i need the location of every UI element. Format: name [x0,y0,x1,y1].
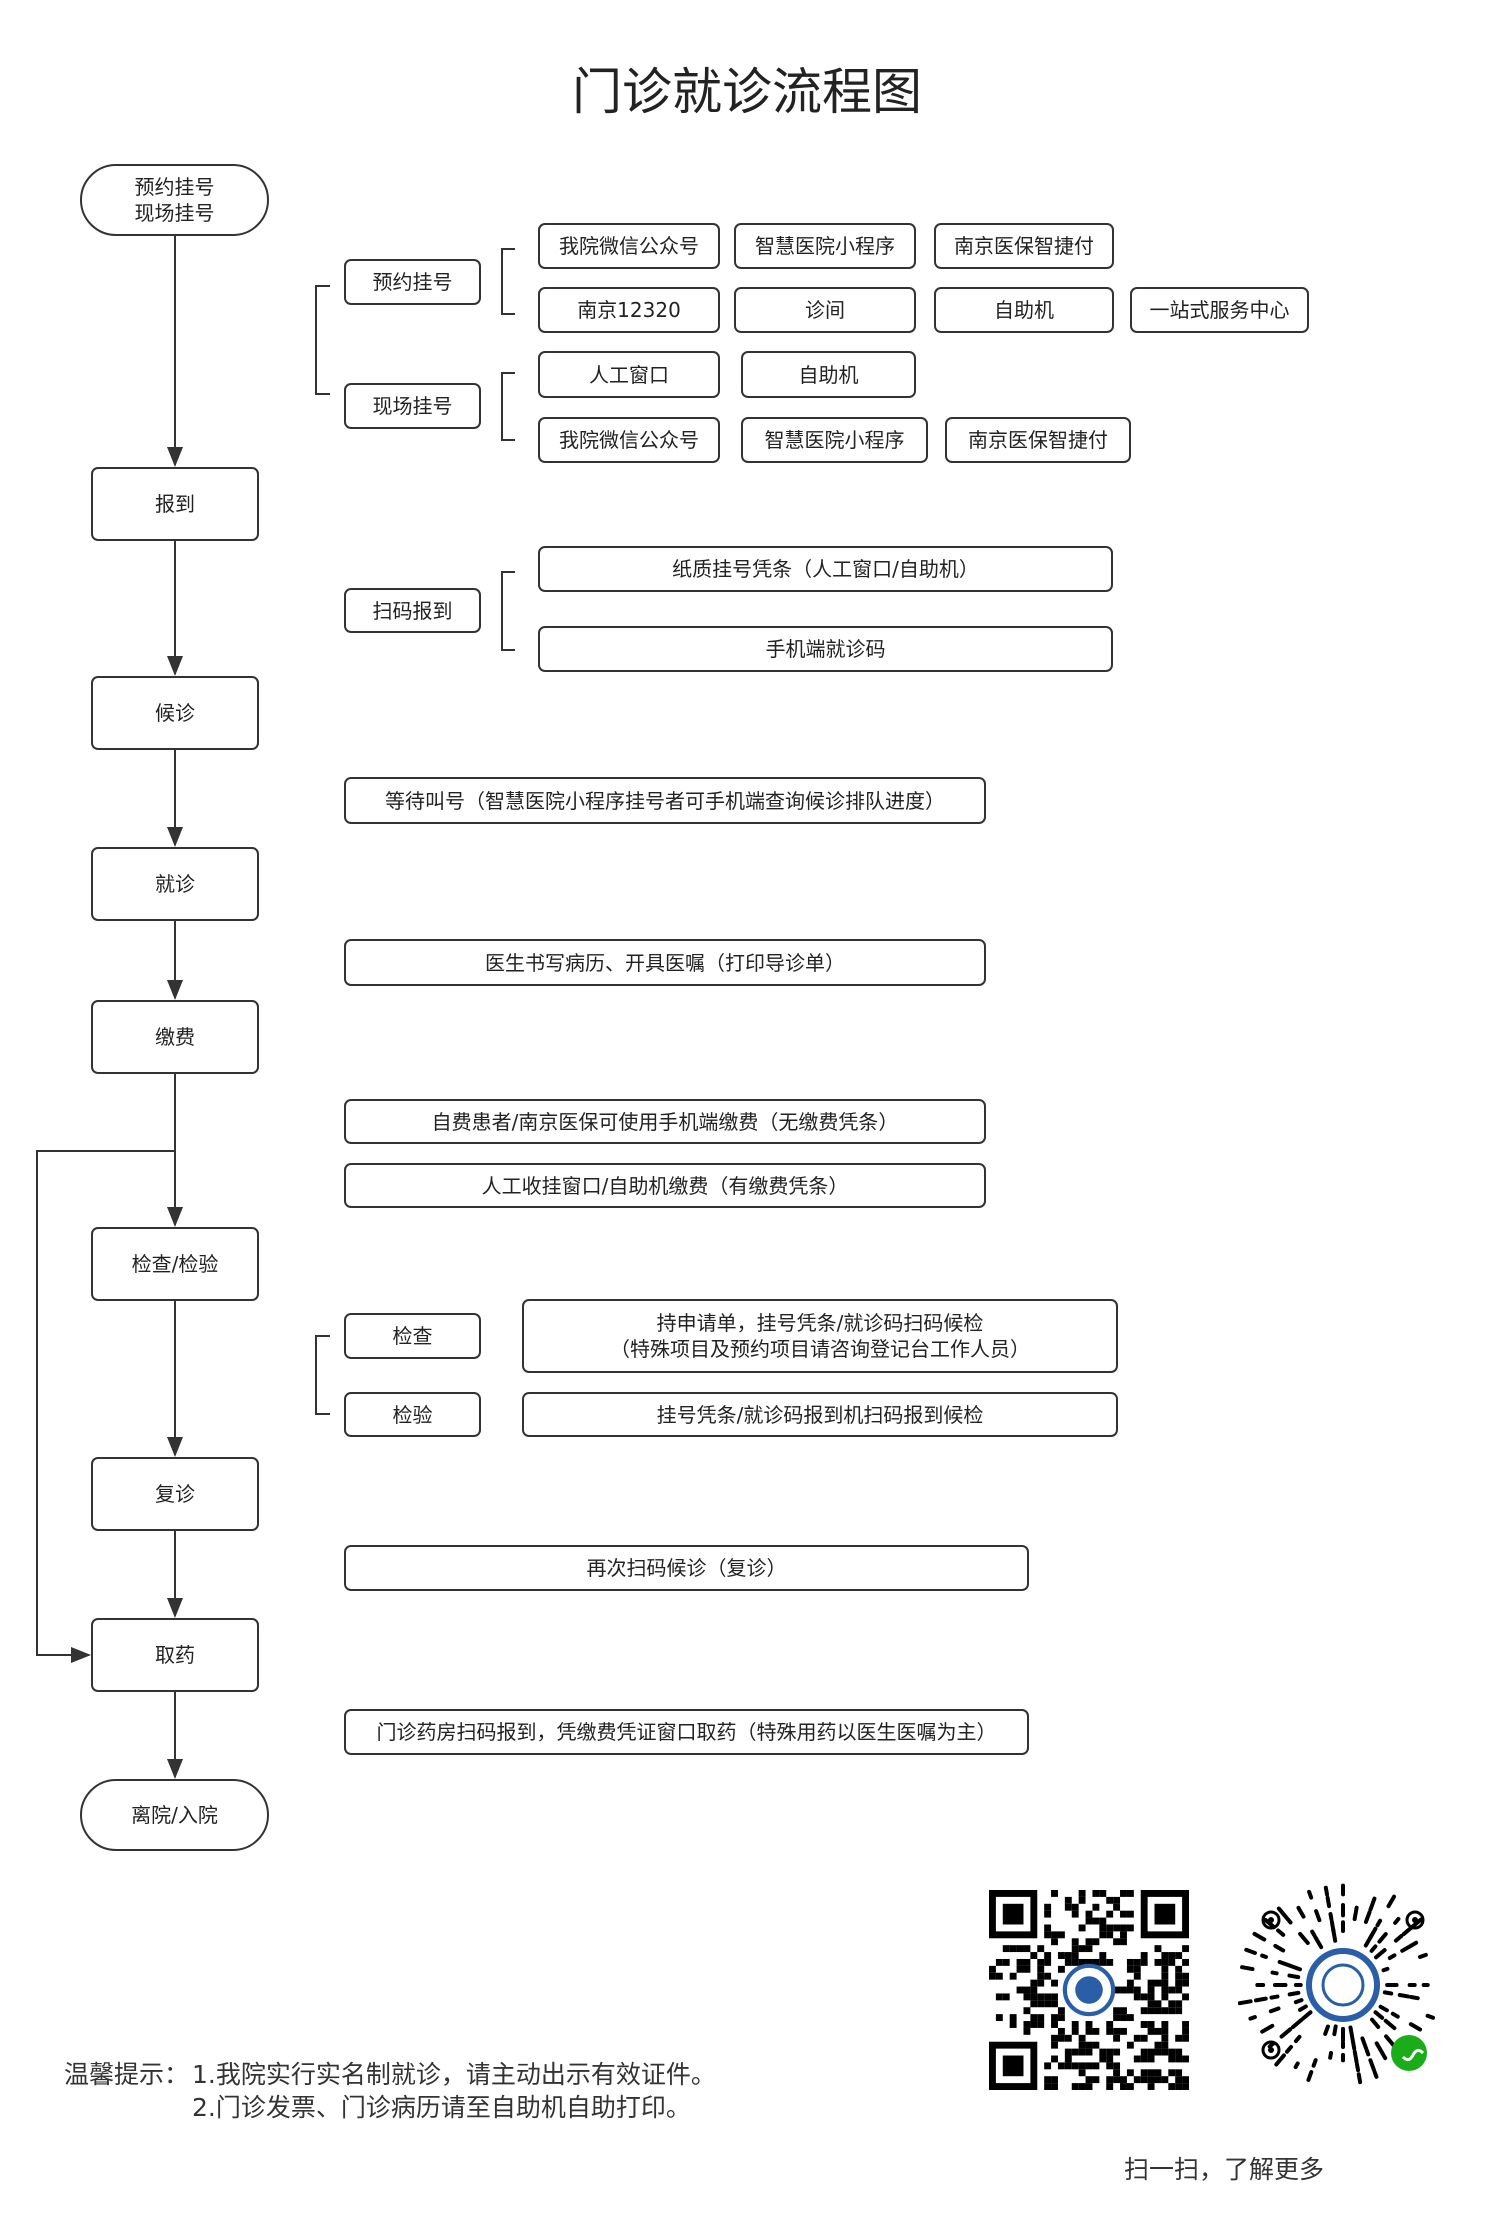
onsite-option: 智慧医院小程序 [741,417,928,463]
start-node: 预约挂号 现场挂号 [80,164,269,236]
onsite-option: 自助机 [741,351,916,398]
onsite-option: 人工窗口 [538,351,720,398]
appointment-option: 我院微信公众号 [538,223,720,269]
appointment-option: 智慧医院小程序 [734,223,916,269]
scan-checkin-label: 扫码报到 [344,588,481,633]
checkin-option: 纸质挂号凭条（人工窗口/自助机） [538,546,1113,592]
visit-note: 医生书写病历、开具医嘱（打印导诊单） [344,939,986,986]
appointment-option: 自助机 [934,287,1114,333]
medicine-note: 门诊药房扫码报到，凭缴费凭证窗口取药（特殊用药以医生医嘱为主） [344,1709,1029,1755]
pay-note: 人工收挂窗口/自助机缴费（有缴费凭条） [344,1163,986,1208]
test-label: 检验 [344,1392,481,1437]
appointment-option: 南京12320 [538,287,720,333]
tips-line1: 1.我院实行实名制就诊，请主动出示有效证件。 [192,2060,716,2089]
step-revisit: 复诊 [91,1457,259,1531]
check-label: 检查 [344,1313,481,1359]
mini-program-code [1238,1883,1436,2085]
scan-caption: 扫一扫，了解更多 [1124,2155,1325,2184]
step-medicine: 取药 [91,1618,259,1692]
test-note: 挂号凭条/就诊码报到机扫码报到候检 [522,1392,1118,1437]
tips-line2: 2.门诊发票、门诊病历请至自助机自助打印。 [192,2093,691,2122]
check-note: 持申请单，挂号凭条/就诊码扫码候检 （特殊项目及预约项目请咨询登记台工作人员） [522,1299,1118,1373]
page-title: 门诊就诊流程图 [572,63,922,121]
onsite-option: 我院微信公众号 [538,417,720,463]
qr-code [989,1890,1189,2090]
step-pay: 缴费 [91,1000,259,1074]
onsite-option: 南京医保智捷付 [945,417,1131,463]
appointment-label: 预约挂号 [344,259,481,305]
end-node: 离院/入院 [80,1779,269,1851]
step-checkin: 报到 [91,467,259,541]
appointment-option: 一站式服务中心 [1130,287,1309,333]
appointment-option: 诊间 [734,287,916,333]
revisit-note: 再次扫码候诊（复诊） [344,1545,1029,1591]
checkin-option: 手机端就诊码 [538,626,1113,672]
pay-note: 自费患者/南京医保可使用手机端缴费（无缴费凭条） [344,1099,986,1144]
step-wait: 候诊 [91,676,259,750]
tips-label: 温馨提示： [64,2060,190,2089]
onsite-label: 现场挂号 [344,383,481,429]
appointment-option: 南京医保智捷付 [934,223,1114,269]
wait-note: 等待叫号（智慧医院小程序挂号者可手机端查询候诊排队进度） [344,777,986,824]
step-exam: 检查/检验 [91,1227,259,1301]
step-visit: 就诊 [91,847,259,921]
